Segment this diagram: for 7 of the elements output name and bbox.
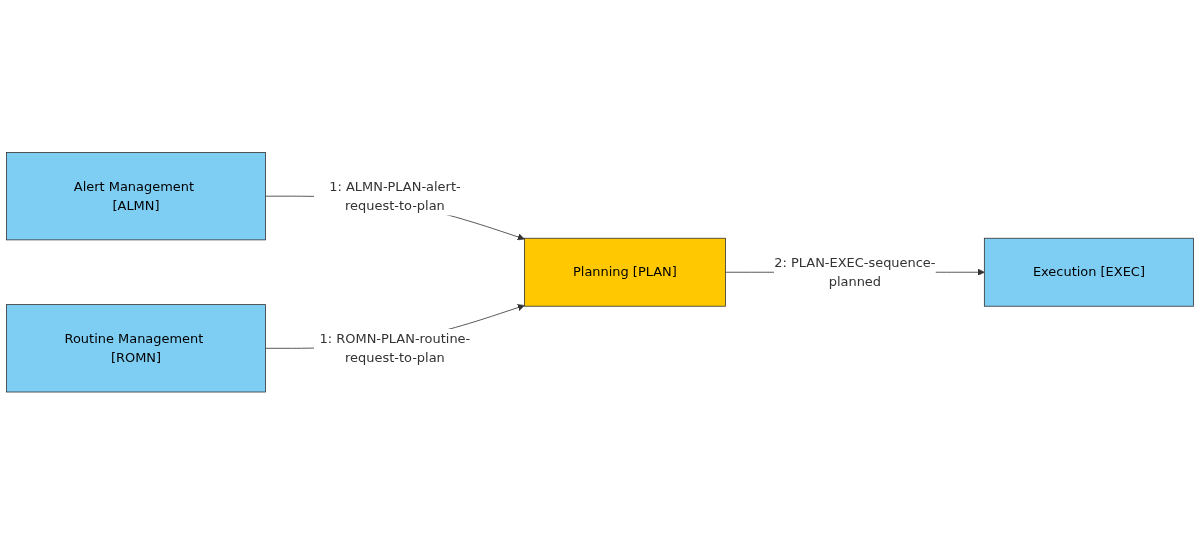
node-box: Planning [PLAN] bbox=[524, 238, 726, 307]
node-box: Alert Management [ALMN] bbox=[6, 152, 266, 241]
edge-label: 2: PLAN-EXEC-sequence-planned bbox=[774, 254, 936, 290]
edge-label: 1: ROMN-PLAN-routine-request-to-plan bbox=[319, 330, 471, 366]
node-box: Execution [EXEC] bbox=[983, 238, 1194, 307]
edge-label: 1: ALMN-PLAN-alert-request-to-plan bbox=[329, 178, 461, 214]
node-box: Routine Management [ROMN] bbox=[6, 304, 266, 393]
